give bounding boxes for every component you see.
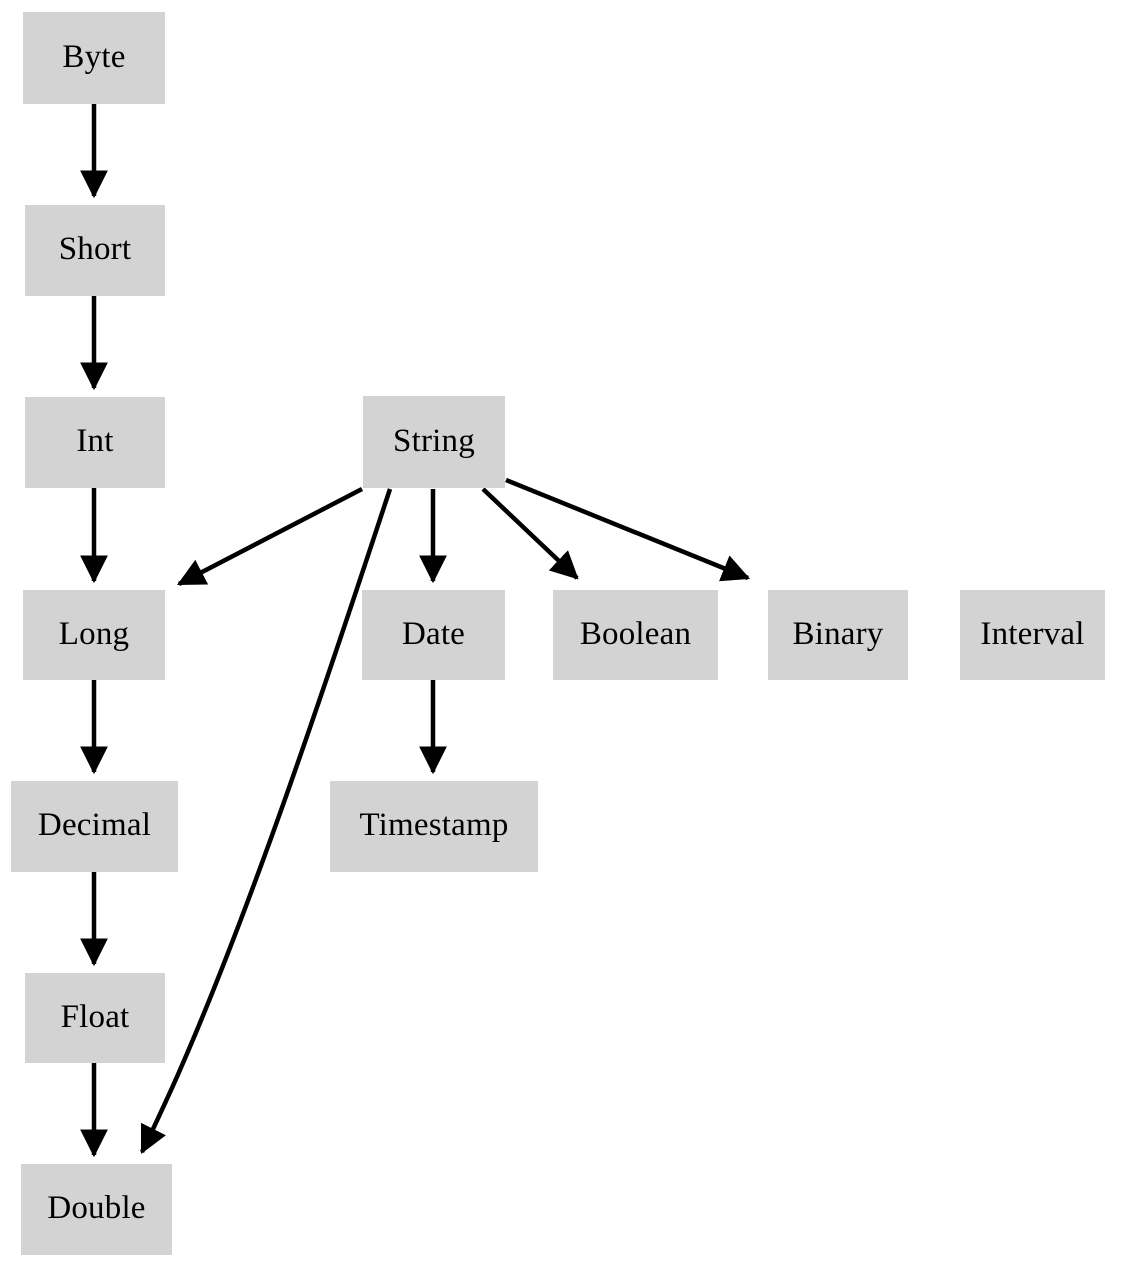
node-decimal-label: Decimal <box>37 807 152 843</box>
node-date-label: Date <box>401 615 466 652</box>
node-byte-label: Byte <box>62 38 126 75</box>
node-double[interactable]: Double <box>21 1164 172 1255</box>
node-string-label: String <box>393 422 475 459</box>
node-date[interactable]: Date <box>362 590 505 680</box>
node-interval[interactable]: Interval <box>960 590 1105 680</box>
node-string[interactable]: String <box>363 396 505 488</box>
node-timestamp[interactable]: Timestamp <box>330 781 538 872</box>
node-binary-label: Binary <box>792 615 884 652</box>
node-decimal[interactable]: Decimal <box>11 781 178 872</box>
node-int[interactable]: Int <box>25 397 165 488</box>
node-interval-label: Interval <box>980 615 1085 652</box>
node-boolean-label: Boolean <box>579 615 692 652</box>
node-float-label: Float <box>60 998 130 1035</box>
node-long-label: Long <box>58 615 130 652</box>
node-timestamp-label: Timestamp <box>359 807 509 843</box>
node-float[interactable]: Float <box>25 973 165 1063</box>
node-byte[interactable]: Byte <box>23 12 165 104</box>
node-int-label: Int <box>76 423 114 459</box>
node-binary[interactable]: Binary <box>768 590 908 680</box>
node-double-label: Double <box>47 1190 146 1226</box>
node-boolean[interactable]: Boolean <box>553 590 718 680</box>
node-long[interactable]: Long <box>23 590 165 680</box>
node-short[interactable]: Short <box>25 205 165 296</box>
node-short-label: Short <box>58 231 132 267</box>
